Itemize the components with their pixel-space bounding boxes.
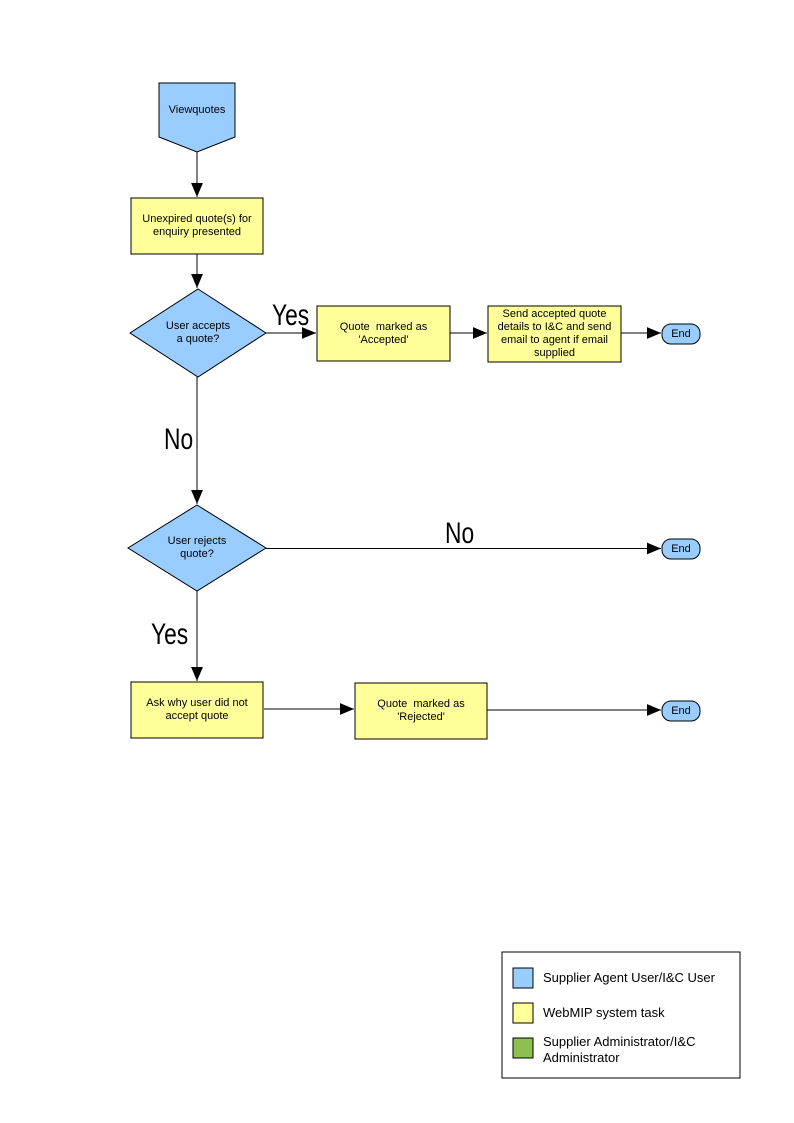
reject-decision-diamond-shape: [127, 504, 267, 592]
mark-accepted-shape: [316, 305, 451, 362]
mark-accepted-label: Quote marked as 'Accepted': [339, 320, 428, 346]
end-no-reject-shape: [661, 538, 701, 560]
mark-rejected-label: Quote marked as 'Rejected': [377, 698, 465, 723]
reject-decision-label: User rejects quote?: [167, 535, 227, 560]
edge-label-reject-yes: Yes: [151, 618, 189, 651]
accept-decision-label: User accepts a quote?: [165, 320, 231, 345]
end-accepted-shape: [661, 323, 701, 345]
send-details-shape: [487, 305, 622, 363]
legend-label-user: Supplier Agent User/I&C User: [543, 970, 715, 985]
legend-label-system: WebMIP system task: [543, 1005, 665, 1020]
send-details-label: Send accepted quote details to I&C and s…: [497, 308, 612, 359]
legend-box: [501, 951, 741, 1079]
legend-swatch-admin: [512, 1037, 534, 1059]
edge-label-accept-no: No: [164, 423, 194, 456]
legend-label-admin: Supplier Administrator/I&C Administrator: [543, 1034, 696, 1065]
edge-label-accept-yes: Yes: [272, 299, 310, 332]
start-pentagon-shape: [158, 82, 236, 153]
legend-swatch-user: [512, 967, 534, 989]
end-rejected-shape: [661, 700, 701, 722]
start-node-label: Viewquotes: [168, 104, 226, 116]
legend-swatch-system: [512, 1002, 534, 1024]
end-rejected-label: End: [671, 705, 691, 717]
end-accepted-label: End: [671, 328, 691, 340]
end-no-reject-label: End: [671, 543, 691, 555]
ask-why-label: Ask why user did not accept quote: [146, 697, 248, 722]
accept-decision-diamond-shape: [129, 288, 267, 378]
edge-label-reject-no: No: [445, 517, 475, 550]
mark-rejected-shape: [354, 682, 488, 740]
ask-why-shape: [130, 681, 264, 739]
present-quotes-label: Unexpired quote(s) for enquiry presented: [142, 213, 252, 238]
present-quotes-shape: [130, 197, 264, 255]
